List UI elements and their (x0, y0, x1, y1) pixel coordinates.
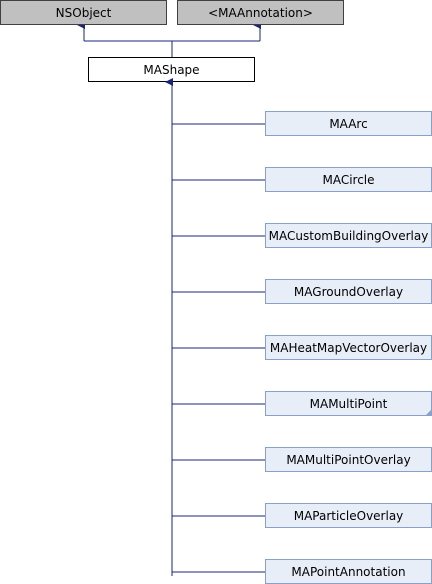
child-node-box (265, 335, 432, 360)
child-node-mamultipoint[interactable]: MAMultiPoint (265, 391, 432, 416)
child-node-label: MAGroundOverlay (294, 285, 403, 299)
base-node-mashape[interactable]: MAShape (88, 57, 255, 82)
child-node-mapointannotation[interactable]: MAPointAnnotation (265, 559, 432, 584)
child-node-label: MAArc (329, 117, 367, 131)
child-node-box (265, 279, 432, 304)
parent-node-label: NSObject (56, 6, 112, 20)
child-node-box (265, 503, 432, 528)
child-node-macircle[interactable]: MACircle (265, 167, 432, 192)
child-node-box (265, 559, 432, 584)
more-subclasses-indicator (425, 409, 432, 416)
base-node-box (88, 57, 255, 82)
child-nodes: MAArcMACircleMACustomBuildingOverlayMAGr… (265, 111, 432, 584)
parent-node-nsobject[interactable]: NSObject (0, 0, 167, 25)
parent-node-box (177, 0, 344, 25)
edges-parents (77, 21, 261, 57)
edges-children (172, 123, 266, 573)
child-node-maheatmapvectoroverlay[interactable]: MAHeatMapVectorOverlay (265, 335, 432, 360)
child-node-mamultipointoverlay[interactable]: MAMultiPointOverlay (265, 447, 432, 472)
child-node-macustombuildingoverlay[interactable]: MACustomBuildingOverlay (265, 223, 432, 248)
child-node-label: MACustomBuildingOverlay (269, 229, 429, 243)
child-node-label: MAHeatMapVectorOverlay (270, 341, 427, 355)
child-node-box (265, 223, 432, 248)
child-node-label: MAPointAnnotation (291, 565, 405, 579)
parent-node-label: <MAAnnotation> (208, 6, 313, 20)
child-node-maparticleoverlay[interactable]: MAParticleOverlay (265, 503, 432, 528)
child-node-magroundoverlay[interactable]: MAGroundOverlay (265, 279, 432, 304)
parent-node-box (0, 0, 167, 25)
child-node-label: MACircle (322, 173, 374, 187)
base-node-label: MAShape (143, 63, 199, 77)
child-node-label: MAMultiPointOverlay (286, 453, 410, 467)
child-node-maarc[interactable]: MAArc (265, 111, 432, 136)
child-node-box (265, 447, 432, 472)
child-node-label: MAMultiPoint (310, 397, 388, 411)
parent-node-maannotation[interactable]: <MAAnnotation> (177, 0, 344, 25)
child-node-label: MAParticleOverlay (294, 509, 404, 523)
